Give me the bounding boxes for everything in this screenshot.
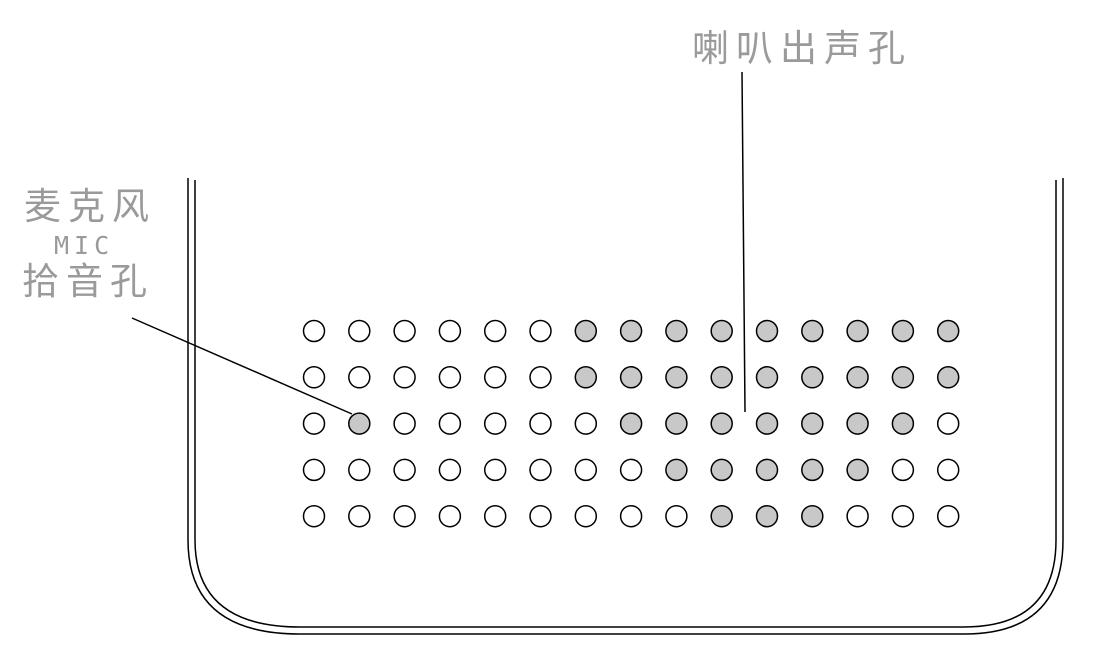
microphone-label: 麦克风 [24, 185, 156, 228]
device-outline-inner [194, 180, 1057, 628]
sound-hole-filled [755, 412, 779, 435]
sound-hole-filled [619, 366, 643, 389]
sound-hole-empty [483, 458, 507, 482]
sound-hole-empty [438, 504, 462, 528]
sound-hole-empty [483, 319, 507, 343]
sound-hole-filled [710, 458, 733, 482]
sound-hole-empty [483, 366, 507, 389]
sound-hole-empty [936, 458, 960, 482]
sound-hole-filled [846, 319, 869, 343]
sound-hole-empty [891, 458, 915, 482]
sound-hole-empty [529, 458, 552, 482]
sound-hole-filled [846, 458, 869, 482]
sound-hole-empty [529, 366, 552, 389]
sound-hole-filled [891, 366, 915, 389]
speaker-hole-label: 喇叭出声孔 [692, 27, 912, 70]
sound-hole-empty [529, 412, 552, 435]
sound-hole-empty [438, 366, 462, 389]
sound-hole-empty [348, 366, 371, 389]
sound-hole-filled [801, 412, 824, 435]
sound-hole-empty [483, 412, 507, 435]
sound-hole-empty [529, 504, 552, 528]
sound-hole-filled [846, 412, 869, 435]
sound-hole-empty [619, 504, 643, 528]
sound-hole-filled [619, 319, 643, 343]
sound-hole-empty [574, 412, 598, 435]
mic-label: MIC [54, 231, 115, 260]
sound-hole-empty [348, 319, 371, 343]
sound-hole-filled [891, 412, 915, 435]
sound-hole-filled [755, 366, 779, 389]
sound-hole-empty [393, 504, 416, 528]
speaker-leader-line [741, 71, 746, 413]
sound-hole-filled [665, 458, 688, 482]
sound-hole-filled [665, 412, 688, 435]
sound-hole-grid [302, 319, 960, 528]
sound-hole-empty [619, 458, 643, 482]
sound-hole-empty [348, 458, 371, 482]
sound-hole-filled [710, 319, 733, 343]
sound-hole-empty [891, 504, 915, 528]
mic-leader-line [131, 317, 353, 415]
sound-hole-filled [348, 412, 371, 435]
sound-hole-filled [801, 458, 824, 482]
sound-hole-empty [302, 458, 326, 482]
sound-hole-filled [936, 366, 960, 389]
sound-hole-filled [755, 458, 779, 482]
sound-hole-filled [801, 366, 824, 389]
sound-hole-empty [393, 319, 416, 343]
sound-hole-filled [710, 412, 733, 435]
sound-hole-empty [936, 412, 960, 435]
sound-hole-empty [393, 366, 416, 389]
device-outline-outer [187, 178, 1064, 635]
sound-hole-filled [665, 319, 688, 343]
sound-hole-empty [574, 504, 598, 528]
sound-hole-filled [574, 319, 598, 343]
sound-hole-filled [801, 319, 824, 343]
sound-hole-empty [574, 458, 598, 482]
sound-hole-filled [755, 504, 779, 528]
mic-pickup-hole-label: 拾音孔 [22, 260, 154, 303]
sound-hole-filled [574, 366, 598, 389]
sound-hole-filled [891, 319, 915, 343]
sound-hole-filled [665, 366, 688, 389]
sound-hole-empty [393, 412, 416, 435]
sound-hole-filled [936, 319, 960, 343]
sound-hole-filled [710, 504, 733, 528]
sound-hole-filled [619, 412, 643, 435]
sound-hole-empty [438, 458, 462, 482]
sound-hole-filled [801, 504, 824, 528]
sound-hole-empty [302, 319, 326, 343]
sound-hole-filled [755, 319, 779, 343]
sound-hole-filled [846, 366, 869, 389]
sound-hole-empty [438, 319, 462, 343]
sound-hole-empty [529, 319, 552, 343]
sound-hole-empty [438, 412, 462, 435]
sound-hole-empty [393, 458, 416, 482]
sound-hole-empty [302, 504, 326, 528]
sound-hole-empty [483, 504, 507, 528]
sound-hole-empty [302, 366, 326, 389]
sound-hole-empty [665, 504, 688, 528]
sound-hole-empty [348, 504, 371, 528]
sound-hole-empty [846, 504, 869, 528]
sound-hole-empty [302, 412, 326, 435]
sound-hole-filled [710, 366, 733, 389]
sound-hole-empty [936, 504, 960, 528]
